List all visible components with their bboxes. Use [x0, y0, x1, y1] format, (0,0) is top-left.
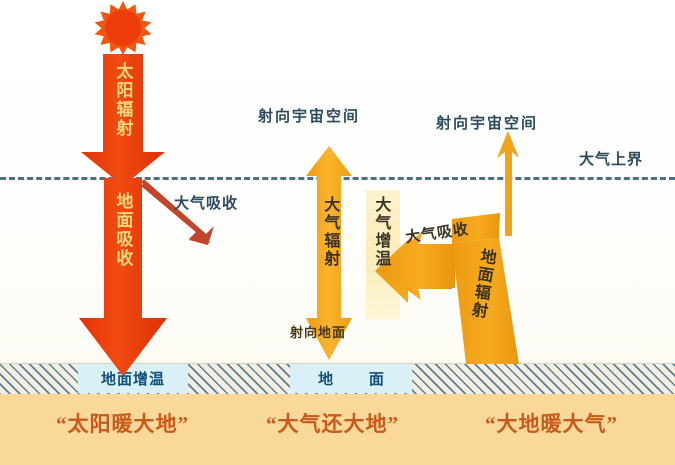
top-of-atmosphere-label: 大气上界 — [579, 152, 644, 168]
solar-radiation-arrow — [81, 54, 165, 186]
slogan-earth-warms-atmosphere: “大地暖大气” — [485, 412, 618, 436]
label-to-space-left: 射向宇宙空间 — [258, 109, 361, 125]
escape-to-space-arrow — [497, 131, 519, 236]
label-radiate-to-ground: 射向地面 — [290, 325, 347, 340]
slogan-sun-warms-earth: “太阳暖大地” — [56, 412, 189, 436]
label-to-space-right: 射向宇宙空间 — [436, 116, 539, 132]
label-surface-absorption: 地面吸收 — [113, 192, 133, 268]
label-atmospheric-absorption-solar: 大气吸收 — [174, 196, 239, 212]
ground-radiation-arrow — [375, 206, 519, 364]
surface-absorption-arrow — [79, 178, 167, 376]
plate-surface-warming: 地面增温 — [78, 364, 188, 393]
plate-ground: 地 面 — [290, 364, 412, 393]
atmospheric-radiation-arrow — [306, 146, 352, 360]
label-atmosphere-warming: 大气增温 — [372, 196, 390, 268]
sun-icon — [94, 1, 152, 55]
earth-band — [0, 394, 675, 465]
slogan-atmosphere-returns-to-earth: “大气还大地” — [266, 412, 399, 436]
label-atmospheric-radiation: 大气辐射 — [321, 196, 339, 268]
atmospheric-absorption-arrow — [141, 180, 214, 245]
label-solar-radiation: 太阳辐射 — [113, 62, 133, 138]
